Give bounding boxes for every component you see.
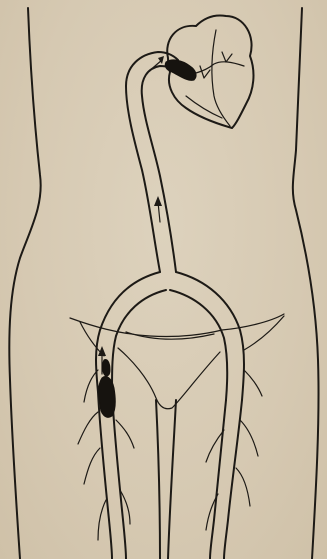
heart-inner-line: [186, 96, 222, 118]
body-outline-left: [9, 8, 40, 559]
heart-valve-right: [222, 52, 232, 62]
flow-arrows: [98, 56, 164, 374]
femoral-vein-right-outer: [224, 400, 242, 559]
thrombus-clot: [99, 376, 116, 417]
tributary-right-5: [244, 370, 262, 396]
femoral-vein-left-inner: [112, 392, 126, 559]
pelvis-right-wing: [244, 316, 284, 350]
thrombus-tail: [103, 359, 111, 376]
leg-outlines: [156, 400, 176, 559]
inner-thigh-right: [168, 400, 176, 559]
flow-arrow-cava-head: [154, 196, 162, 206]
iliac-right-inner: [170, 290, 227, 400]
heart-septum: [212, 30, 230, 126]
pelvis-basin: [118, 348, 220, 409]
inner-thigh-left: [156, 400, 160, 559]
femoral-vein-right-inner: [210, 400, 226, 559]
pelvis-inlet: [126, 332, 214, 339]
tributary-left-2: [84, 448, 100, 484]
tributary-right-2: [236, 468, 250, 506]
tributary-right-1: [240, 420, 258, 456]
body-outline: [9, 8, 318, 559]
tributary-left-1: [78, 412, 98, 444]
iliac-left-inner: [112, 290, 166, 392]
body-outline-right: [293, 8, 319, 559]
tributary-left-5: [98, 500, 106, 540]
vena-cava-right-wall: [142, 66, 176, 272]
tributary-left-3: [116, 420, 134, 448]
